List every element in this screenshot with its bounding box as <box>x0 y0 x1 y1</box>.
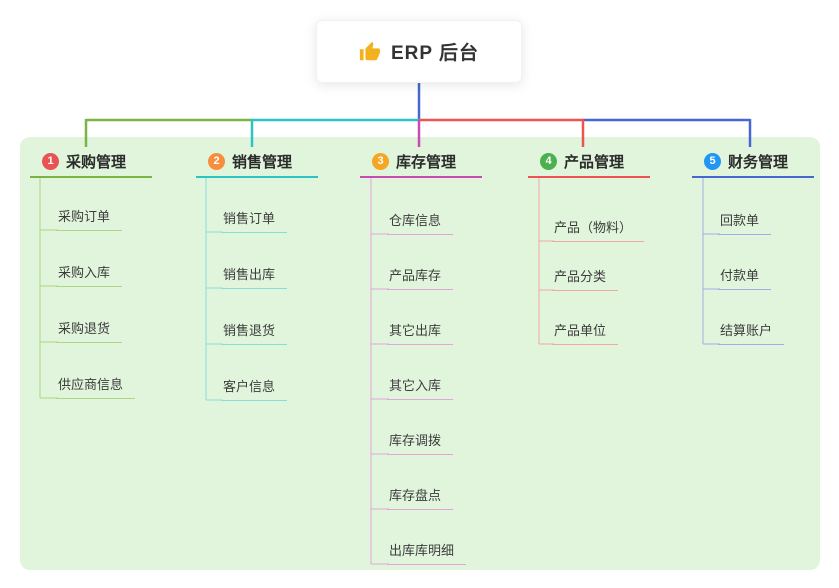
child-node[interactable]: 采购退货 <box>56 320 123 343</box>
branch-badge: 4 <box>540 153 557 170</box>
child-node[interactable]: 采购入库 <box>56 264 123 287</box>
branch-node-purchase[interactable]: 1 采购管理 <box>30 147 152 178</box>
child-node[interactable]: 客户信息 <box>221 378 288 401</box>
thumbs-up-icon <box>359 41 381 63</box>
child-node[interactable]: 其它入库 <box>387 377 454 400</box>
child-node[interactable]: 结算账户 <box>718 322 785 345</box>
child-node[interactable]: 销售订单 <box>221 210 288 233</box>
branch-label: 库存管理 <box>396 154 457 171</box>
branch-node-inventory[interactable]: 3 库存管理 <box>360 147 482 178</box>
branch-label: 采购管理 <box>66 154 127 171</box>
child-node[interactable]: 采购订单 <box>56 208 123 231</box>
child-node[interactable]: 回款单 <box>718 212 772 235</box>
branch-node-finance[interactable]: 5 财务管理 <box>692 147 814 178</box>
child-node[interactable]: 销售出库 <box>221 266 288 289</box>
child-node[interactable]: 出库库明细 <box>387 542 467 565</box>
child-node[interactable]: 供应商信息 <box>56 376 136 399</box>
branch-label: 销售管理 <box>232 154 293 171</box>
branch-badge: 3 <box>372 153 389 170</box>
child-node[interactable]: 库存盘点 <box>387 487 454 510</box>
root-node[interactable]: ERP 后台 <box>316 20 522 83</box>
child-node[interactable]: 其它出库 <box>387 322 454 345</box>
child-node[interactable]: 销售退货 <box>221 322 288 345</box>
root-node-label: ERP 后台 <box>390 43 479 64</box>
branch-node-product[interactable]: 4 产品管理 <box>528 147 650 178</box>
child-node[interactable]: 库存调拨 <box>387 432 454 455</box>
background-panel <box>20 137 820 570</box>
branch-label: 财务管理 <box>728 154 789 171</box>
child-node[interactable]: 产品（物料） <box>552 219 645 242</box>
branch-node-sales[interactable]: 2 销售管理 <box>196 147 318 178</box>
branch-badge: 5 <box>704 153 721 170</box>
child-node[interactable]: 付款单 <box>718 267 772 290</box>
child-node[interactable]: 产品分类 <box>552 268 619 291</box>
branch-badge: 1 <box>42 153 59 170</box>
child-node[interactable]: 产品库存 <box>387 267 454 290</box>
child-node[interactable]: 产品单位 <box>552 322 619 345</box>
branch-label: 产品管理 <box>564 154 625 171</box>
branch-badge: 2 <box>208 153 225 170</box>
child-node[interactable]: 仓库信息 <box>387 212 454 235</box>
